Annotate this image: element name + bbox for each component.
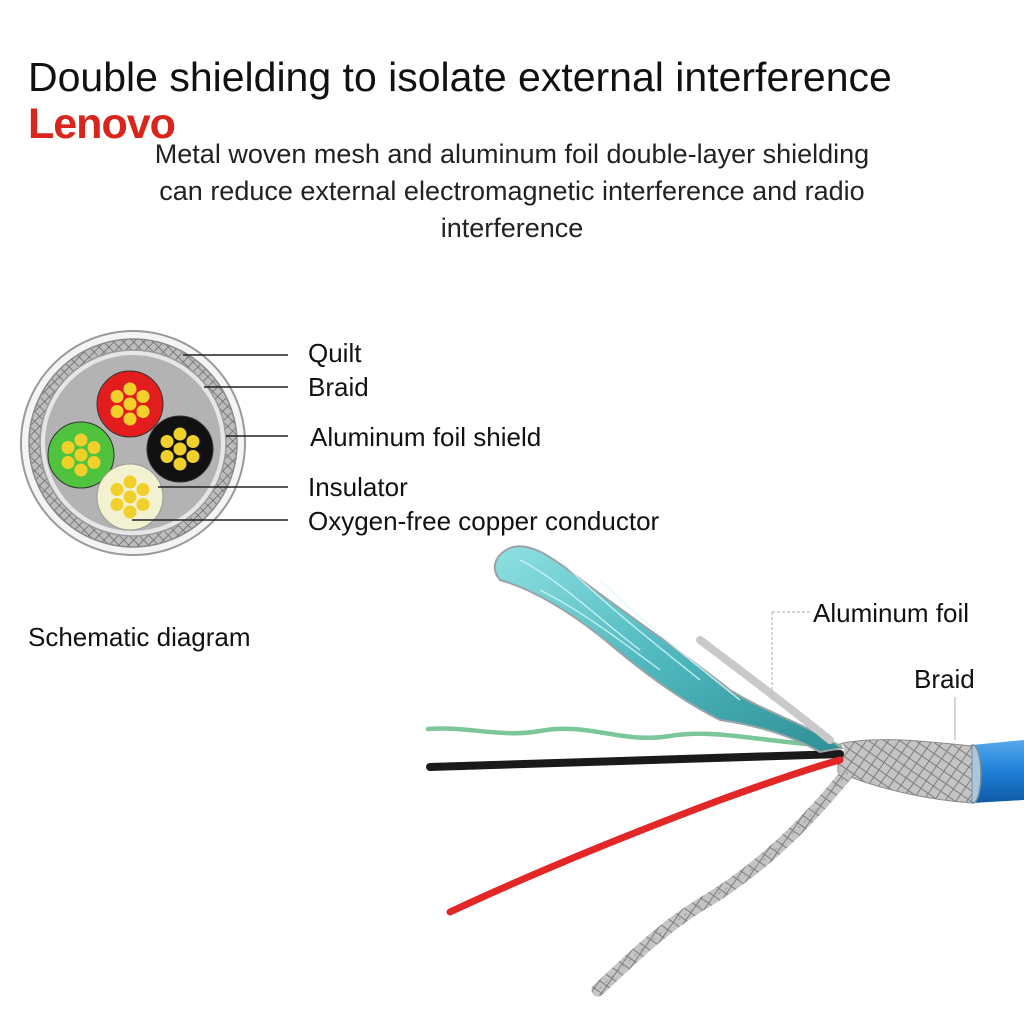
copper-strand (160, 435, 174, 448)
copper-strand (160, 450, 174, 463)
page-title: Double shielding to isolate external int… (28, 54, 892, 100)
core-green (47, 421, 115, 489)
label-insulator: Insulator (308, 472, 408, 502)
aluminum-foil-strip (493, 545, 845, 754)
label-photo-aluminum-foil: Aluminum foil (813, 598, 970, 628)
copper-strand (110, 405, 124, 418)
copper-strand (110, 483, 124, 496)
copper-strand (123, 382, 137, 396)
brand-logo: Lenovo (28, 100, 176, 148)
copper-strand (74, 448, 88, 462)
label-aluminum-foil-shield: Aluminum foil shield (310, 422, 542, 452)
copper-strand (186, 435, 200, 448)
copper-strand (186, 450, 200, 463)
copper-strand (123, 505, 137, 519)
copper-strand (136, 498, 150, 511)
label-conductor: Oxygen-free copper conductor (308, 506, 660, 536)
copper-strand (123, 475, 137, 489)
copper-strand (173, 457, 187, 471)
braid-drain-texture (597, 771, 849, 991)
core-red (96, 370, 164, 438)
copper-strand (110, 498, 124, 511)
copper-strand (74, 463, 88, 477)
copper-strand (136, 483, 150, 496)
foil-creases (519, 559, 741, 701)
copper-strand (87, 456, 101, 469)
schematic-caption: Schematic diagram (28, 622, 251, 652)
copper-strand (74, 433, 88, 447)
braid-drain-tail (591, 765, 855, 997)
core-white (96, 463, 164, 531)
red-wire (446, 756, 844, 916)
braid-bundle (837, 739, 973, 804)
copper-strand (173, 442, 187, 456)
copper-strand (61, 456, 75, 469)
copper-strand (136, 390, 150, 403)
description-text: Metal woven mesh and aluminum foil doubl… (154, 139, 870, 243)
black-wire (426, 750, 844, 771)
copper-strand (110, 390, 124, 403)
copper-strand (61, 441, 75, 454)
green-wire (425, 726, 843, 749)
blue-cable-jacket (972, 740, 1024, 803)
copper-strand (123, 490, 137, 504)
copper-strand (87, 441, 101, 454)
core-black (146, 415, 214, 483)
foil-silver-edge (696, 636, 834, 744)
copper-strand (123, 412, 137, 426)
copper-strand (173, 427, 187, 441)
label-braid: Braid (308, 372, 369, 402)
label-quilt: Quilt (308, 338, 362, 368)
copper-strand (136, 405, 150, 418)
copper-strand (123, 397, 137, 411)
label-photo-braid: Braid (914, 664, 975, 694)
